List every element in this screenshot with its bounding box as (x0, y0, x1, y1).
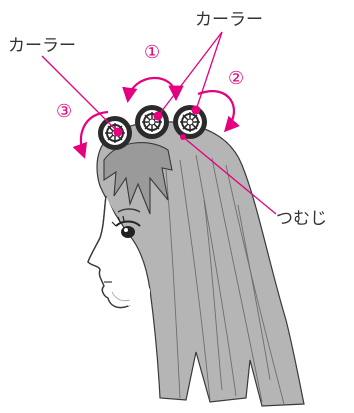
label-step1: ① (144, 42, 160, 63)
curler-center (135, 105, 169, 139)
curler-right (173, 105, 207, 139)
label-curler-top: カーラー (195, 10, 263, 30)
leader-whorl (182, 136, 277, 215)
arrow-step1 (122, 76, 184, 104)
face (87, 195, 151, 309)
arrow-step2 (197, 90, 240, 133)
eye (111, 208, 141, 238)
label-whorl: つむじ (276, 209, 327, 229)
arrow-step3 (72, 110, 109, 159)
leader-left (41, 55, 119, 133)
hair-strands (165, 154, 285, 405)
label-step3: ③ (56, 101, 72, 122)
order-arrows (72, 76, 240, 159)
label-curler-left: カーラー (8, 36, 76, 56)
label-step2: ② (228, 68, 244, 89)
leader-top-b (195, 31, 223, 111)
chin-shadow (111, 291, 131, 302)
leader-top-a (157, 31, 223, 117)
labels: カーラー カーラー つむじ ① ② ③ (8, 10, 327, 229)
